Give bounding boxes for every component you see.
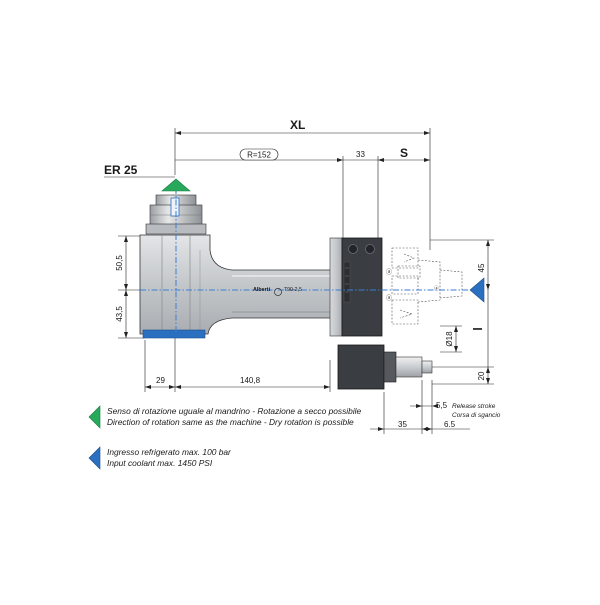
right-dimensions — [430, 239, 494, 385]
legend-item-rotation: Senso di rotazione uguale al mandrino - … — [88, 405, 362, 429]
dim-33: 33 — [356, 150, 365, 159]
dim-xl: XL — [290, 118, 305, 132]
model-mark: T90-2,5 — [284, 287, 302, 293]
legend-item-coolant: Ingresso refrigerato max. 100 bar Input … — [88, 446, 232, 470]
dim-45: 45 — [477, 263, 486, 272]
dim-43-5: 43,5 — [115, 306, 124, 322]
bolt-icon — [365, 244, 375, 254]
lower-block — [337, 344, 385, 390]
release-stroke-en: Release stroke — [452, 403, 496, 410]
dim-d18: Ø18 — [445, 331, 454, 347]
coolant-base — [142, 329, 206, 339]
legend-rotation-en: Direction of rotation same as the machin… — [107, 417, 354, 427]
release-shaft — [395, 356, 423, 378]
dim-29: 29 — [156, 376, 165, 385]
legend-coolant-en: Input coolant max. 1450 PSI — [107, 458, 213, 468]
marker-a: ⓐ — [386, 268, 392, 276]
blue-triangle-icon — [88, 446, 101, 470]
marker-b: ⓐ — [386, 294, 392, 302]
dim-5-5: 5,5 — [436, 401, 448, 410]
flange-plate — [329, 237, 343, 337]
marker-c: ⓐ — [434, 285, 439, 292]
tool-body — [139, 234, 333, 335]
dim-s: S — [400, 146, 408, 160]
logo-ring-icon — [274, 288, 282, 296]
stroke-dimensions — [370, 380, 470, 434]
dim-6-5: 6.5 — [444, 420, 456, 429]
dim-l: l — [471, 327, 485, 330]
top-dimensions — [174, 128, 431, 250]
brand-mark: Alberti — [253, 287, 271, 293]
r-badge — [239, 148, 279, 161]
bottom-dimensions — [144, 330, 331, 392]
dim-20: 20 — [477, 371, 486, 380]
rotation-arrow-icon — [161, 178, 191, 192]
drive-outline — [391, 247, 463, 325]
legend-rotation-it: Senso di rotazione uguale al mandrino - … — [107, 406, 362, 416]
green-triangle-icon — [88, 405, 101, 429]
dim-35: 35 — [398, 420, 407, 429]
release-stroke-it: Corsa di sgancio — [452, 412, 501, 419]
bolt-icon — [348, 244, 358, 254]
dim-er25: ER 25 — [104, 163, 138, 177]
dim-r: R=152 — [247, 151, 271, 160]
coolant-inlet-icon — [469, 277, 485, 303]
dim-50-5: 50,5 — [115, 255, 124, 271]
legend-coolant-it: Ingresso refrigerato max. 100 bar — [107, 447, 232, 457]
dim-140-8: 140,8 — [240, 376, 261, 385]
left-dimensions — [118, 235, 145, 339]
